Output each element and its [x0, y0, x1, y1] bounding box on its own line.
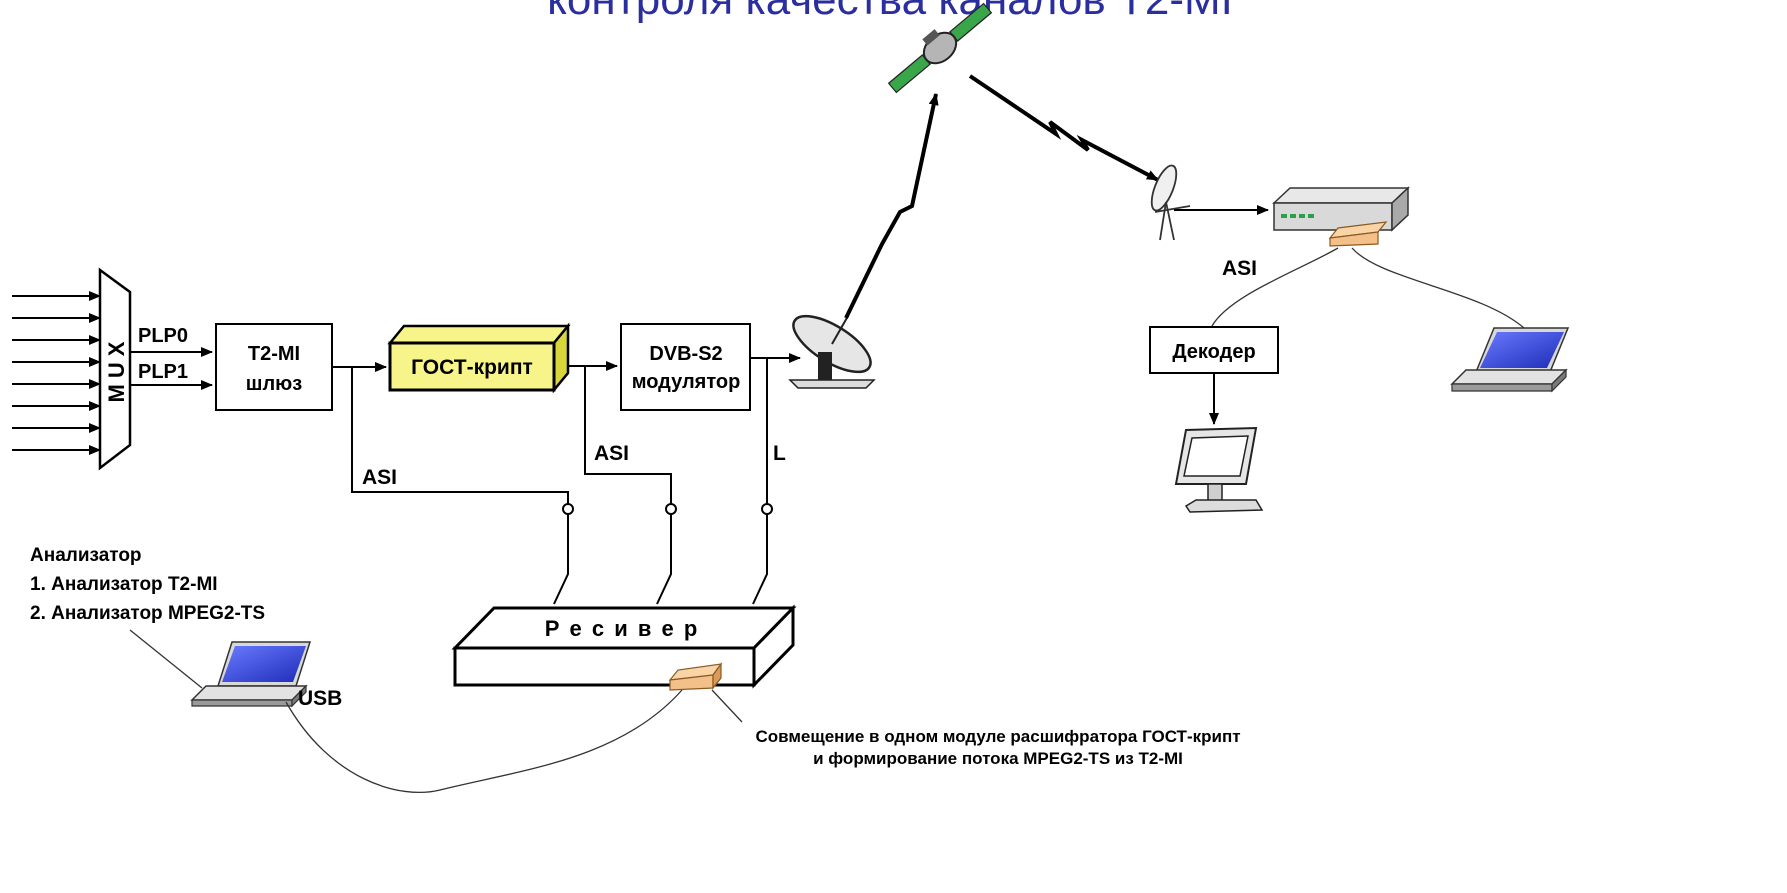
- decoder-label: Декодер: [1172, 341, 1255, 363]
- analyzer-heading: Анализатор: [30, 545, 142, 566]
- right-laptop-icon: [1450, 327, 1570, 393]
- input-streams: [12, 291, 101, 455]
- receiver-block: Р е с и в е р: [451, 604, 797, 691]
- receiver-label: Р е с и в е р: [545, 616, 700, 641]
- gost-crypt-block: ГОСТ-крипт: [387, 322, 571, 394]
- mux-block: MUX: [98, 267, 132, 471]
- monitor-icon: [1174, 426, 1264, 513]
- usb-cable: [285, 689, 683, 793]
- mux-label: MUX: [104, 336, 129, 403]
- decoder-block: Декодер: [1149, 326, 1279, 374]
- dvbs2-label-2: модулятор: [632, 371, 741, 393]
- t2mi-gateway-label-2: шлюз: [246, 373, 302, 395]
- plp0-label: PLP0: [138, 325, 188, 347]
- l-band-label: L: [773, 442, 786, 465]
- diagram-title: контроля качества каналов Т2-MI: [547, 0, 1233, 24]
- dvbs2-modulator-block: DVB-S2 модулятор: [620, 323, 751, 411]
- note-line-1: Совмещение в одном модуле расшифратора Г…: [755, 727, 1240, 746]
- downlink-signal: [968, 74, 1159, 182]
- plp1-label: PLP1: [138, 361, 188, 383]
- t2mi-gateway-label-1: T2-MI: [248, 343, 300, 365]
- asi-label-2: ASI: [594, 442, 629, 465]
- asi-label-3: ASI: [1222, 257, 1257, 280]
- analyzer-laptop-icon: [190, 641, 312, 708]
- asi-label-1: ASI: [362, 466, 397, 489]
- t2mi-gateway-block: T2-MI шлюз: [215, 323, 333, 411]
- analyzer-item-1: 1. Анализатор T2-MI: [30, 574, 218, 595]
- receive-dish-icon: [1150, 164, 1191, 241]
- usb-label: USB: [298, 687, 342, 710]
- combined-module-icon: [668, 662, 723, 691]
- monitoring-taps: [351, 358, 773, 605]
- dvbs2-label-1: DVB-S2: [649, 343, 722, 365]
- uplink-signal: [844, 93, 939, 319]
- gost-crypt-label: ГОСТ-крипт: [411, 356, 533, 379]
- analyzer-item-2: 2. Анализатор MPEG2-TS: [30, 603, 265, 624]
- satellite-icon: [887, 2, 993, 94]
- note-line-2: и формирование потока MPEG2-TS из T2-MI: [813, 749, 1183, 768]
- note-pointer: [711, 689, 743, 723]
- set-top-receiver-icon: [1272, 186, 1410, 247]
- uplink-dish-icon: [788, 314, 876, 389]
